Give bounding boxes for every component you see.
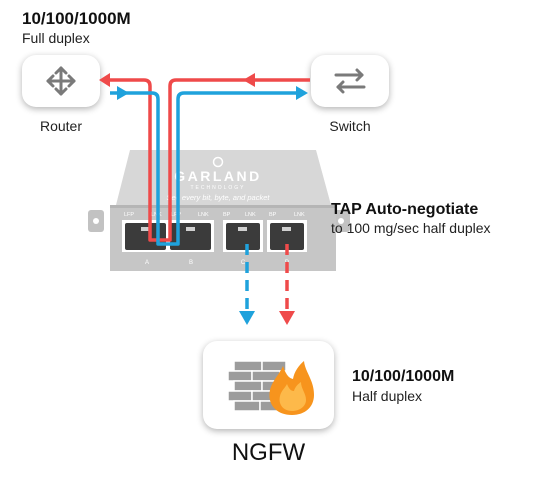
port-b-led1: LFP — [171, 212, 181, 218]
red-arrow-mid — [243, 73, 255, 87]
port-c-led1: BP — [223, 212, 231, 218]
blue-arrow-switch — [296, 86, 308, 100]
port-a-label: A — [145, 260, 149, 266]
tap-subtitle: to 100 mg/sec half duplex — [331, 220, 491, 236]
tap-brand: GARLAND — [174, 168, 262, 184]
router-box — [22, 55, 100, 107]
ngfw-box — [203, 341, 334, 429]
port-b-label: B — [189, 260, 193, 266]
ngfw-speed: 10/100/1000M — [352, 368, 455, 385]
port-a-led1: LFP — [124, 212, 134, 218]
ngfw-label: NGFW — [231, 439, 306, 466]
firewall-icon — [227, 360, 314, 415]
port-c-led2: LNK — [245, 212, 256, 218]
blue-arrow-ngfw — [239, 311, 255, 325]
port-c-label: C — [241, 260, 246, 266]
router-label: Router — [39, 118, 83, 134]
port-b-led2: LNK — [198, 212, 209, 218]
tap-brand-sub: TECHNOLOGY — [190, 185, 245, 191]
red-arrow-ngfw — [279, 311, 295, 325]
router-icon — [46, 66, 76, 96]
red-arrow-router — [99, 73, 110, 87]
tap-device: GARLAND TECHNOLOGY See every bit, byte, … — [88, 150, 350, 271]
port-d-led2: LNK — [294, 212, 305, 218]
blue-arrow-router — [117, 86, 129, 100]
switch-icon — [334, 68, 366, 94]
port-a-led2: LNK — [151, 212, 162, 218]
tap-tagline: See every bit, byte, and packet — [167, 193, 271, 202]
top-duplex-label: Full duplex — [22, 30, 90, 46]
switch-box — [311, 55, 389, 107]
port-d-label: D — [285, 260, 290, 266]
switch-label: Switch — [329, 118, 371, 134]
top-speed-label: 10/100/1000M — [22, 9, 131, 28]
tap-title: TAP Auto-negotiate — [331, 201, 479, 218]
port-d-led1: BP — [269, 212, 277, 218]
ngfw-duplex: Half duplex — [352, 388, 423, 404]
